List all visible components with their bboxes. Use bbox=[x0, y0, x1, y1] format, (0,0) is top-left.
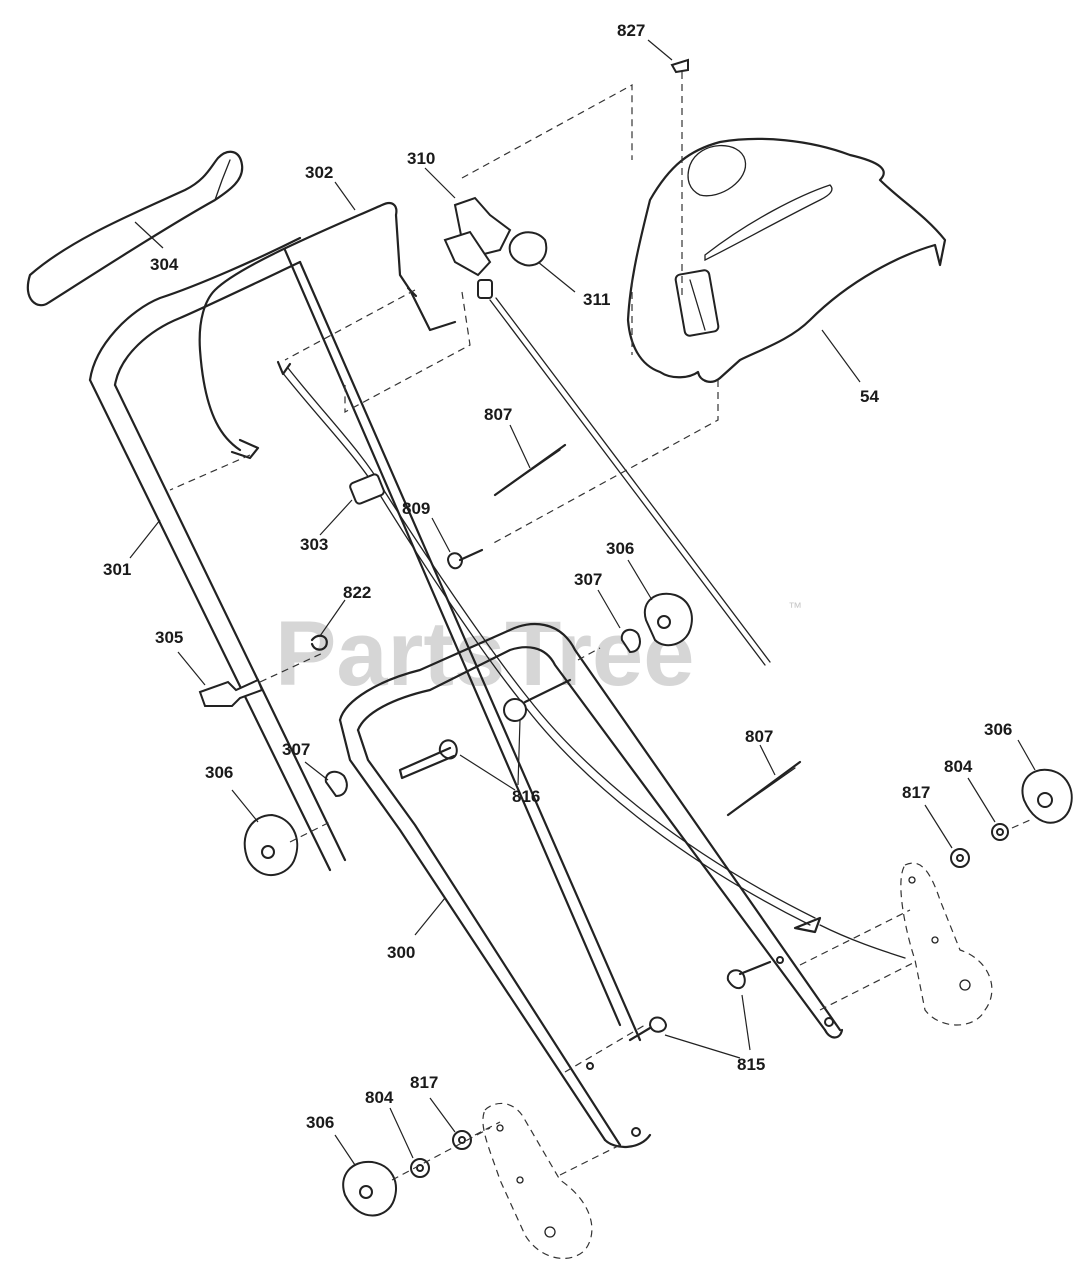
knob-306-right bbox=[1021, 768, 1073, 824]
callout-804-right: 804 bbox=[944, 757, 973, 776]
callout-306-bottom: 306 bbox=[306, 1113, 334, 1132]
clip-822 bbox=[310, 634, 328, 651]
retainer-305 bbox=[198, 678, 264, 707]
bolt-816 bbox=[398, 678, 572, 780]
callout-307-left: 307 bbox=[282, 740, 310, 759]
callout-310: 310 bbox=[407, 149, 435, 168]
knob-306-left bbox=[243, 813, 299, 877]
callout-807-upper: 807 bbox=[484, 405, 512, 424]
callout-302: 302 bbox=[305, 163, 333, 182]
bolt-815-upper bbox=[726, 960, 772, 990]
deck-bracket-right bbox=[900, 862, 993, 1026]
washer-804-right-hole bbox=[996, 828, 1004, 836]
handle-grip-304 bbox=[26, 150, 244, 307]
callout-306-left: 306 bbox=[205, 763, 233, 782]
washer-817-bottom-hole bbox=[458, 1136, 466, 1144]
bolt-815-lower bbox=[628, 1016, 668, 1042]
callout-804-bottom: 804 bbox=[365, 1088, 394, 1107]
watermark-trademark: ™ bbox=[788, 599, 802, 615]
callout-809: 809 bbox=[402, 499, 430, 518]
callout-304: 304 bbox=[150, 255, 179, 274]
upper-handle-301 bbox=[88, 236, 642, 1042]
callout-816: 816 bbox=[512, 787, 540, 806]
callout-labels: 827 310 302 304 311 54 807 809 303 301 3… bbox=[103, 21, 1012, 1132]
control-cable-303 bbox=[276, 360, 906, 959]
assembly-guide-lines bbox=[169, 72, 1031, 1181]
callout-305: 305 bbox=[155, 628, 183, 647]
callout-54: 54 bbox=[860, 387, 879, 406]
cover-54 bbox=[626, 137, 947, 383]
callout-leaders bbox=[129, 39, 1036, 1166]
callout-807-lower: 807 bbox=[745, 727, 773, 746]
callout-307-mid: 307 bbox=[574, 570, 602, 589]
callout-306-mid: 306 bbox=[606, 539, 634, 558]
washer-307-mid bbox=[620, 628, 641, 654]
knob-306-bottom bbox=[342, 1160, 397, 1217]
throttle-cable bbox=[489, 297, 771, 666]
callout-301: 301 bbox=[103, 560, 131, 579]
screw-827 bbox=[670, 58, 689, 74]
callout-817-bottom: 817 bbox=[410, 1073, 438, 1092]
callout-300: 300 bbox=[387, 943, 415, 962]
deck-bracket-bottom bbox=[482, 1102, 593, 1259]
callout-827: 827 bbox=[617, 21, 645, 40]
washer-817-right-hole bbox=[956, 854, 964, 862]
callout-817-right: 817 bbox=[902, 783, 930, 802]
washer-307-left bbox=[324, 770, 348, 798]
bail-wire-302 bbox=[198, 201, 457, 460]
callout-822: 822 bbox=[343, 583, 371, 602]
screw-809 bbox=[446, 548, 484, 570]
callout-311: 311 bbox=[583, 290, 610, 309]
throttle-control-310-311 bbox=[443, 196, 548, 299]
callout-303: 303 bbox=[300, 535, 328, 554]
lower-handle-300 bbox=[338, 622, 844, 1148]
knob-306-mid bbox=[643, 592, 693, 647]
callout-815: 815 bbox=[737, 1055, 765, 1074]
cable-tie-807-lower bbox=[726, 760, 802, 817]
callout-306-right: 306 bbox=[984, 720, 1012, 739]
cable-tie-807-upper bbox=[493, 443, 567, 497]
